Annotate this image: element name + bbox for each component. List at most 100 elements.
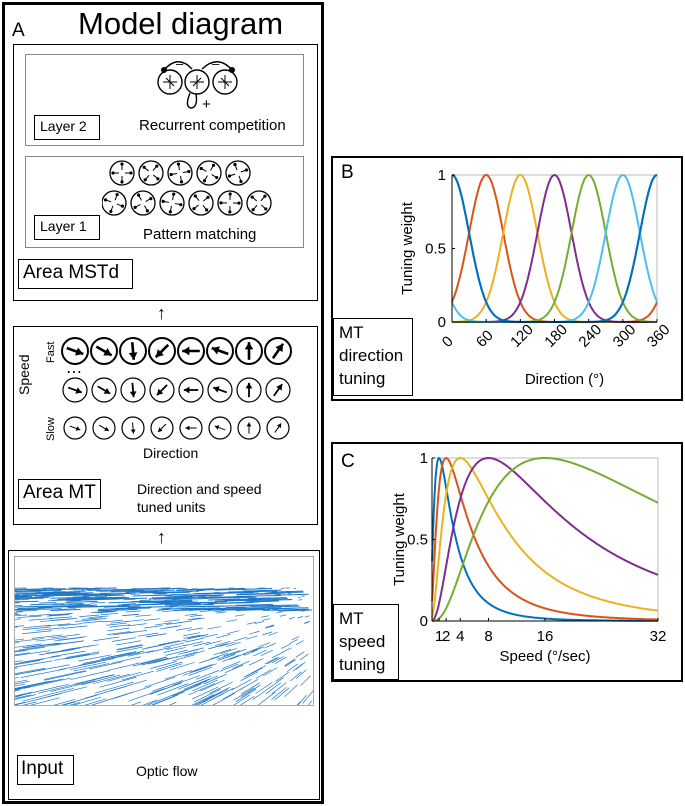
template-unit [138,160,164,186]
flow-vector [182,588,214,591]
flow-vector [205,640,222,646]
flow-vector [161,610,176,613]
flow-vector [14,596,49,599]
flow-vector [14,597,45,600]
mt-unit [61,337,89,365]
flow-vector [111,637,137,642]
flow-vector [36,627,64,631]
mt-unit [178,377,204,403]
flow-vector [82,656,117,664]
flow-vector [232,660,250,669]
flow-vector [50,650,86,658]
input-label: Input [21,758,64,779]
flow-vector [158,607,206,610]
flow-vector [14,680,54,690]
flow-vector [116,644,143,650]
flow-vector [18,701,37,706]
flow-vector [264,642,276,649]
flow-vector [132,658,161,667]
flow-vector [166,701,177,706]
flow-vector [79,658,114,666]
flow-vector [188,666,213,676]
ellipsis: ⋯ [66,364,82,381]
flow-vector [14,650,51,657]
flow-vector [74,674,114,685]
mt-unit [208,416,232,440]
flow-vector [57,597,104,600]
flow-vector [94,681,134,694]
mt-block [13,326,318,525]
flow-vector [296,669,307,679]
flow-vector [173,595,222,598]
flow-vector [288,616,296,620]
flow-vector [127,623,147,627]
flow-vector [69,661,107,670]
flow-vector [81,674,121,686]
fast-label: Fast [45,341,57,363]
flow-vector [166,644,188,650]
flow-vector [66,593,103,596]
flow-vector [71,587,117,590]
flow-vector [149,590,193,593]
flow-vector [16,589,62,592]
flow-vector [20,655,61,663]
flow-vector [264,657,278,665]
flow-vector [299,653,309,661]
flow-vector [245,635,258,640]
flow-vector [274,593,309,596]
flow-vector [183,632,200,637]
flow-vector [296,694,307,706]
flow-vector [295,651,305,658]
flow-vector [215,588,250,591]
flow-vector [14,680,49,690]
flow-vector [107,627,130,632]
x-tick-label: 32 [650,628,667,645]
flow-vector [27,664,70,673]
flow-vector [233,687,255,701]
layer2-caption: Recurrent competition [139,117,286,134]
flow-vector [295,701,301,706]
flow-vector [43,670,86,680]
flow-vector [14,649,28,653]
flow-vector [187,617,201,621]
flow-vector [203,673,227,685]
flow-vector [140,656,167,664]
flow-vector [157,683,189,696]
flow-vector [190,614,203,617]
flow-vector [89,615,109,618]
flow-vector [128,650,155,657]
flow-vector [221,661,241,670]
mt-unit-grid [61,337,292,440]
flow-vector [216,634,231,639]
template-unit [246,190,272,216]
flow-vector [179,594,224,597]
flow-vector [235,614,245,617]
flow-vector [164,619,180,623]
layer2-box [25,54,304,146]
flow-vector [254,621,264,624]
flow-vector [149,694,179,706]
flow-vector [54,617,78,621]
x-tick-label: 2 [442,628,450,645]
flow-vector [216,611,227,614]
flow-vector [223,650,240,657]
layer2-label: Layer 2 [40,118,87,134]
flow-vector [26,642,62,648]
flow-vector [193,688,221,703]
flow-vector [109,624,131,628]
flow-vector [14,686,31,691]
flow-vector [69,696,102,706]
panel-c-letter: C [341,451,355,472]
flow-vector [16,592,66,595]
flow-vector [163,647,186,653]
flow-vector [209,687,234,701]
flow-vector [176,651,198,658]
flow-vector [284,658,296,667]
flow-vector [148,597,187,600]
mt-unit [119,337,147,365]
flow-vector [115,607,152,610]
flow-vector [263,667,278,677]
template-unit [188,190,214,216]
flow-vector [128,688,165,702]
flow-vector [53,653,90,661]
